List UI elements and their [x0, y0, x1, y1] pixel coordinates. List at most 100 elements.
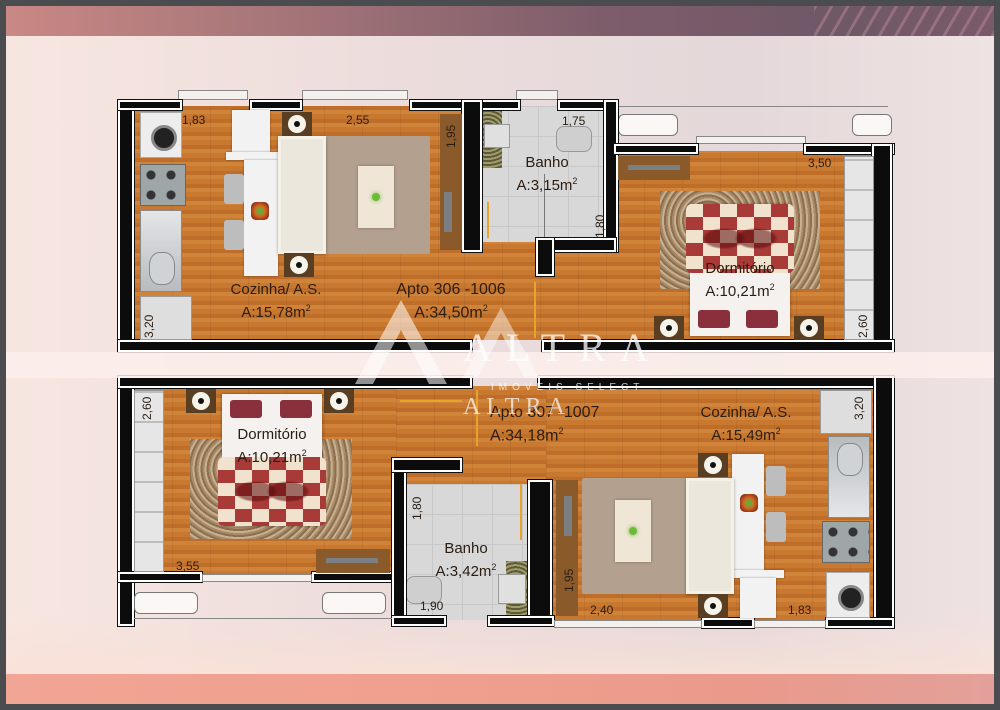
- dimension-label: 2,40: [590, 603, 614, 617]
- toilet: [556, 126, 592, 152]
- dimension-label: 2,60: [140, 396, 154, 420]
- bathroom-floor: [402, 484, 532, 620]
- wall: [527, 479, 553, 627]
- window: [696, 136, 806, 144]
- coffee-table: [358, 166, 394, 228]
- tv-stand: [556, 480, 578, 616]
- nightstand: [324, 389, 354, 413]
- counter-ledge: [732, 570, 784, 578]
- dimension-label: 1,83: [788, 603, 812, 617]
- dimension-label: 1,90: [420, 599, 444, 613]
- wall: [391, 615, 447, 627]
- balcony-line: [134, 618, 392, 619]
- dimension-label: 3,20: [852, 396, 866, 420]
- bathroom-sink: [484, 124, 510, 148]
- side-lamp: [282, 112, 312, 136]
- wall: [701, 617, 755, 629]
- window: [754, 620, 826, 628]
- shower-glass: [544, 174, 545, 240]
- wall: [873, 375, 895, 627]
- side-lamp: [698, 453, 728, 477]
- balcony-planter: [618, 114, 678, 136]
- stove: [822, 521, 870, 563]
- sofa: [686, 478, 734, 594]
- bar-stool: [224, 174, 244, 204]
- sink-counter: [740, 578, 776, 618]
- dimension-label: 3,55: [176, 559, 200, 573]
- wall: [487, 615, 555, 627]
- wall: [249, 99, 303, 111]
- nightstand: [186, 389, 216, 413]
- refrigerator: [820, 390, 872, 434]
- dimension-label: 1,95: [562, 568, 576, 592]
- nightstand: [654, 316, 684, 340]
- room-label-kitchen: Cozinha/ A.S.A:15,78m2: [230, 281, 322, 321]
- counter-ledge: [226, 152, 278, 160]
- wall: [537, 375, 895, 389]
- dimension-label: 1,80: [410, 496, 424, 520]
- bathroom-door: [520, 484, 522, 540]
- side-lamp: [284, 253, 314, 277]
- bar-stool: [766, 512, 786, 542]
- wall: [117, 375, 135, 627]
- washing-machine: [826, 572, 870, 618]
- balcony-planter: [322, 592, 386, 614]
- window: [302, 90, 408, 100]
- balcony-planter: [134, 592, 198, 614]
- dimension-label: 1,83: [182, 113, 206, 127]
- refrigerator: [140, 296, 192, 340]
- double-bed: [686, 204, 794, 336]
- wall: [613, 143, 699, 155]
- header-decoration: [814, 6, 994, 36]
- dimension-label: 3,50: [808, 156, 832, 170]
- stove: [140, 164, 186, 206]
- sofa: [278, 136, 326, 254]
- wall: [391, 457, 407, 627]
- window: [202, 574, 312, 582]
- kitchen-sink: [140, 210, 182, 292]
- bedroom-tv-stand: [316, 549, 390, 573]
- sink-counter: [232, 110, 270, 152]
- washing-machine: [140, 112, 182, 158]
- wall: [541, 339, 895, 353]
- wall: [117, 571, 203, 583]
- header-band: [6, 6, 994, 36]
- fruit-bowl: [740, 494, 758, 512]
- room-label-kitchen: Cozinha/ A.S.A:15,49m2: [700, 404, 792, 444]
- window: [178, 90, 248, 100]
- double-bed: [218, 394, 326, 526]
- fruit-bowl: [251, 202, 269, 220]
- window: [554, 620, 702, 628]
- window: [516, 90, 558, 100]
- wardrobe: [134, 390, 164, 572]
- nightstand: [794, 316, 824, 340]
- wall: [535, 237, 555, 277]
- bathroom-door: [487, 202, 489, 238]
- wardrobe: [844, 156, 874, 340]
- wall: [117, 375, 473, 389]
- dimension-label: 1,75: [562, 114, 586, 128]
- wall: [803, 143, 895, 155]
- bar-stool: [766, 466, 786, 496]
- wall: [825, 617, 895, 629]
- bathroom-sink: [498, 574, 526, 604]
- coffee-table: [615, 500, 651, 562]
- dimension-label: 2,55: [346, 113, 370, 127]
- toilet: [406, 576, 442, 604]
- tv-stand: [440, 114, 462, 250]
- breakfast-bar: [732, 454, 764, 570]
- footer-band: [6, 674, 994, 704]
- door-swing: [400, 400, 462, 402]
- balcony-planter: [852, 114, 892, 136]
- bedroom-tv-stand: [618, 156, 690, 180]
- wall: [311, 571, 403, 583]
- wall: [391, 457, 463, 473]
